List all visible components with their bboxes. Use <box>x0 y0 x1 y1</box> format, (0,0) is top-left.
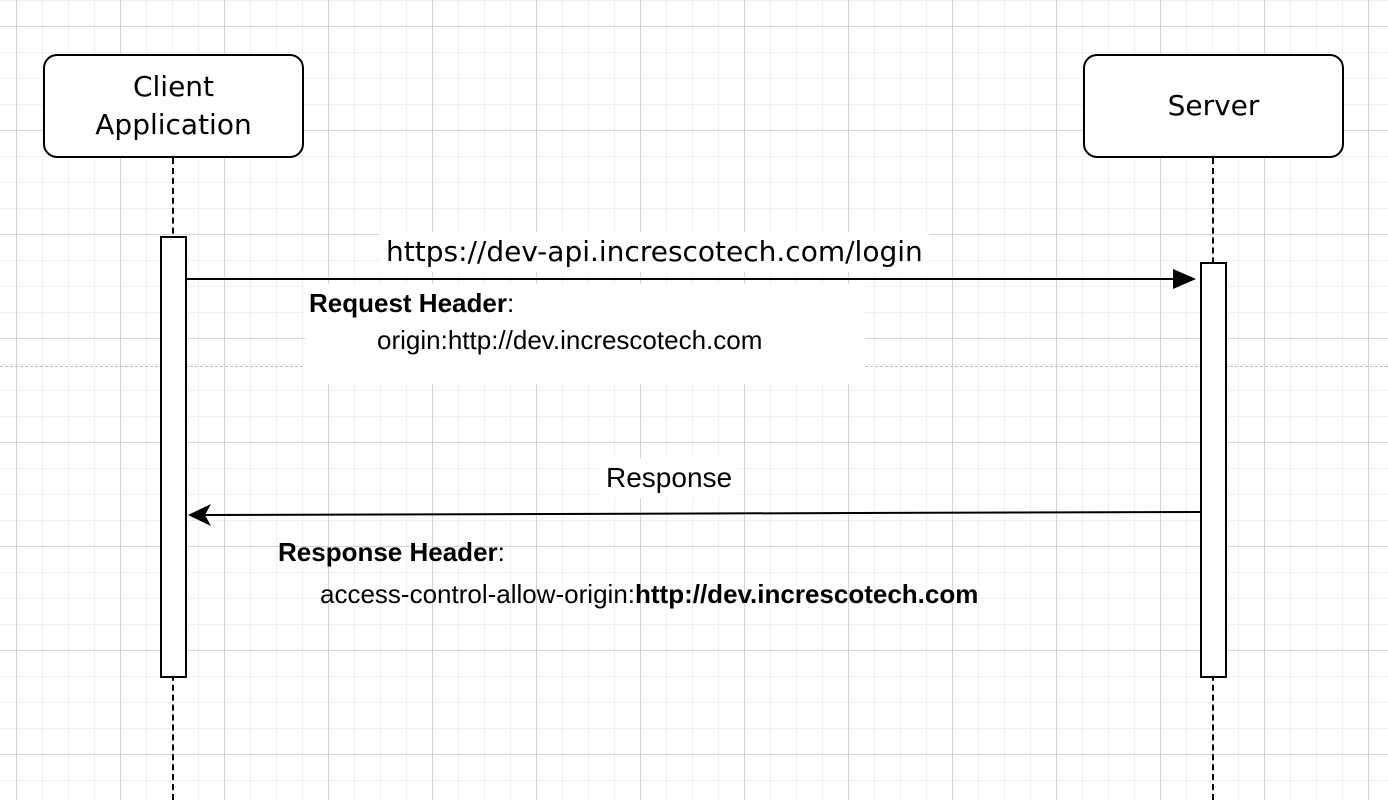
response-arrow[interactable] <box>188 504 1201 526</box>
response-header-acao: access-control-allow-origin:http://dev.i… <box>320 579 979 609</box>
request-arrow[interactable] <box>187 269 1196 289</box>
client-label-line1: Client <box>132 70 215 103</box>
request-header-title: Request Header: <box>309 288 515 318</box>
arrowhead-left-icon <box>188 504 211 526</box>
request-url-label: https://dev-api.increscotech.com/login <box>380 232 929 272</box>
client-application-box[interactable]: Client Application <box>43 54 304 158</box>
server-label: Server <box>1167 89 1260 122</box>
server-activation-bar[interactable] <box>1200 262 1227 678</box>
request-header-origin: origin:http://dev.increscotech.com <box>377 325 763 355</box>
client-label-line2: Application <box>95 108 252 141</box>
server-box[interactable]: Server <box>1083 54 1344 158</box>
request-note-background <box>305 284 865 384</box>
response-label: Response <box>600 458 739 498</box>
client-activation-bar[interactable] <box>160 236 187 678</box>
response-header-title: Response Header: <box>278 537 505 567</box>
arrowhead-right-icon <box>1173 269 1196 289</box>
